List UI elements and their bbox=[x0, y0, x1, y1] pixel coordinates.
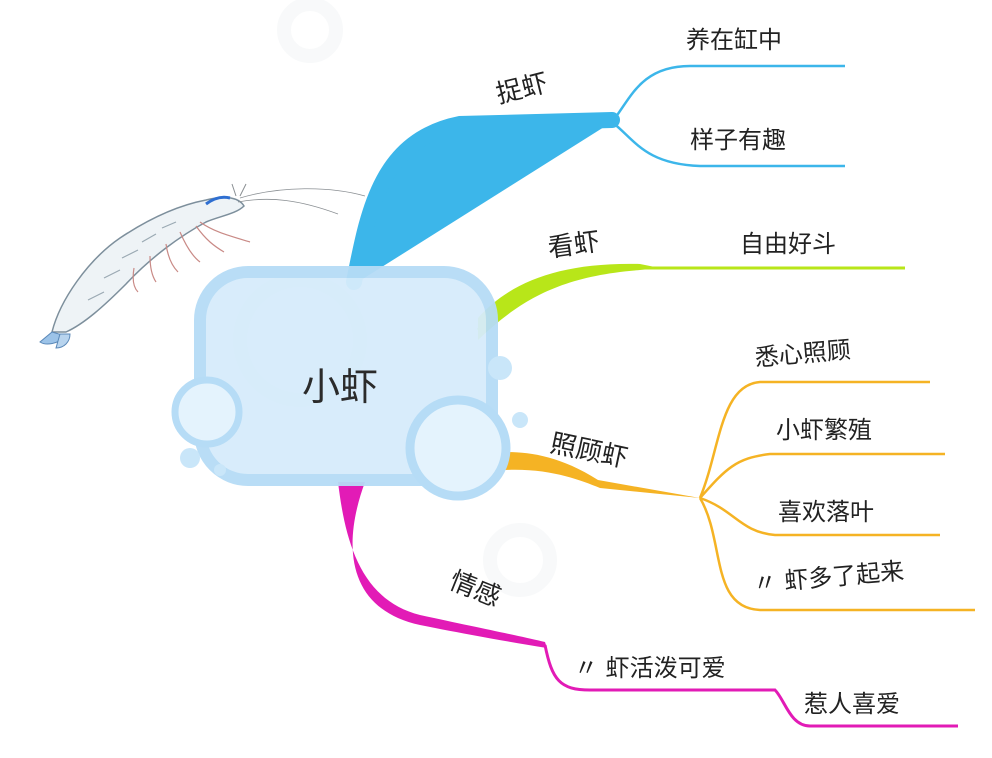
leaf-label-yangziyouqu: 样子有趣 bbox=[690, 126, 786, 154]
leaf-label-xihuanluoye: 喜欢落叶 bbox=[778, 498, 874, 526]
leaf-label-yangzaigangzhong: 养在缸中 bbox=[686, 26, 782, 54]
branch-label-kanxia: 看虾 bbox=[546, 227, 602, 264]
center-node bbox=[171, 266, 528, 501]
leaf-label-rerenxiai: 惹人喜爱 bbox=[804, 690, 900, 718]
branch-connector-kanxia bbox=[476, 263, 905, 340]
leaf-label-xiahuopokeai: 〃 虾活泼可爱 bbox=[574, 654, 726, 682]
leaf-label-ziyouhaodou: 自由好斗 bbox=[740, 230, 836, 258]
center-label: 小虾 bbox=[302, 365, 379, 409]
branch-connector-zhaoguxia bbox=[505, 380, 975, 612]
shrimp-icon bbox=[39, 183, 366, 349]
branch-connector-qinggan bbox=[338, 482, 958, 728]
leaf-label-xiaoxiafanzhi: 小虾繁殖 bbox=[776, 416, 872, 444]
branch-connector-zhuoxia bbox=[346, 64, 845, 290]
